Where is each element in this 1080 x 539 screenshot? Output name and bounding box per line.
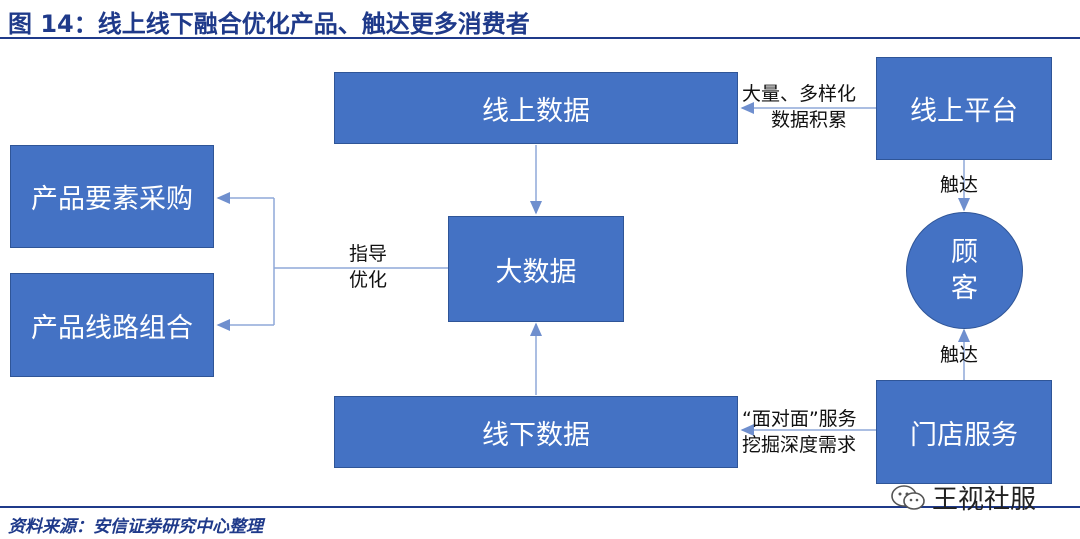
figure-title: 图 14：线上线下融合优化产品、触达更多消费者 [8, 10, 530, 38]
f2f-label-1: “面对面”服务 [742, 408, 857, 430]
watermark: 王视社服 [890, 479, 1036, 516]
f2f-label: “面对面”服务 挖掘深度需求 [742, 407, 857, 458]
store-service-box: 门店服务 [876, 380, 1052, 484]
customer-label-1: 顾 [951, 237, 978, 269]
product-route-box: 产品线路组合 [10, 273, 214, 377]
accumulate-label: 大量、多样化 数据积累 [742, 82, 856, 133]
watermark-text: 王视社服 [932, 485, 1037, 515]
accumulate-label-2: 数据积累 [771, 108, 848, 131]
guide-label-1: 指导 [349, 243, 388, 265]
footer-rule [0, 506, 1080, 508]
online-data-box: 线上数据 [334, 72, 738, 144]
wechat-icon [891, 484, 925, 510]
f2f-label-2: 挖掘深度需求 [742, 433, 857, 456]
offline-data-box: 线下数据 [334, 396, 738, 468]
accumulate-label-1: 大量、多样化 [742, 83, 857, 105]
reach-bottom-label: 触达 [940, 344, 979, 366]
product-procurement-box: 产品要素采购 [10, 145, 214, 248]
title-rule [0, 37, 1080, 39]
guide-label-2: 优化 [349, 268, 388, 291]
big-data-box: 大数据 [448, 216, 624, 322]
customer-circle: 顾 客 [906, 212, 1023, 329]
source-note: 资料来源：安信证券研究中心整理 [8, 517, 263, 537]
reach-top-label: 触达 [940, 174, 979, 196]
online-platform-box: 线上平台 [876, 57, 1052, 160]
guide-label: 指导 优化 [349, 242, 387, 293]
customer-label-2: 客 [951, 272, 978, 304]
